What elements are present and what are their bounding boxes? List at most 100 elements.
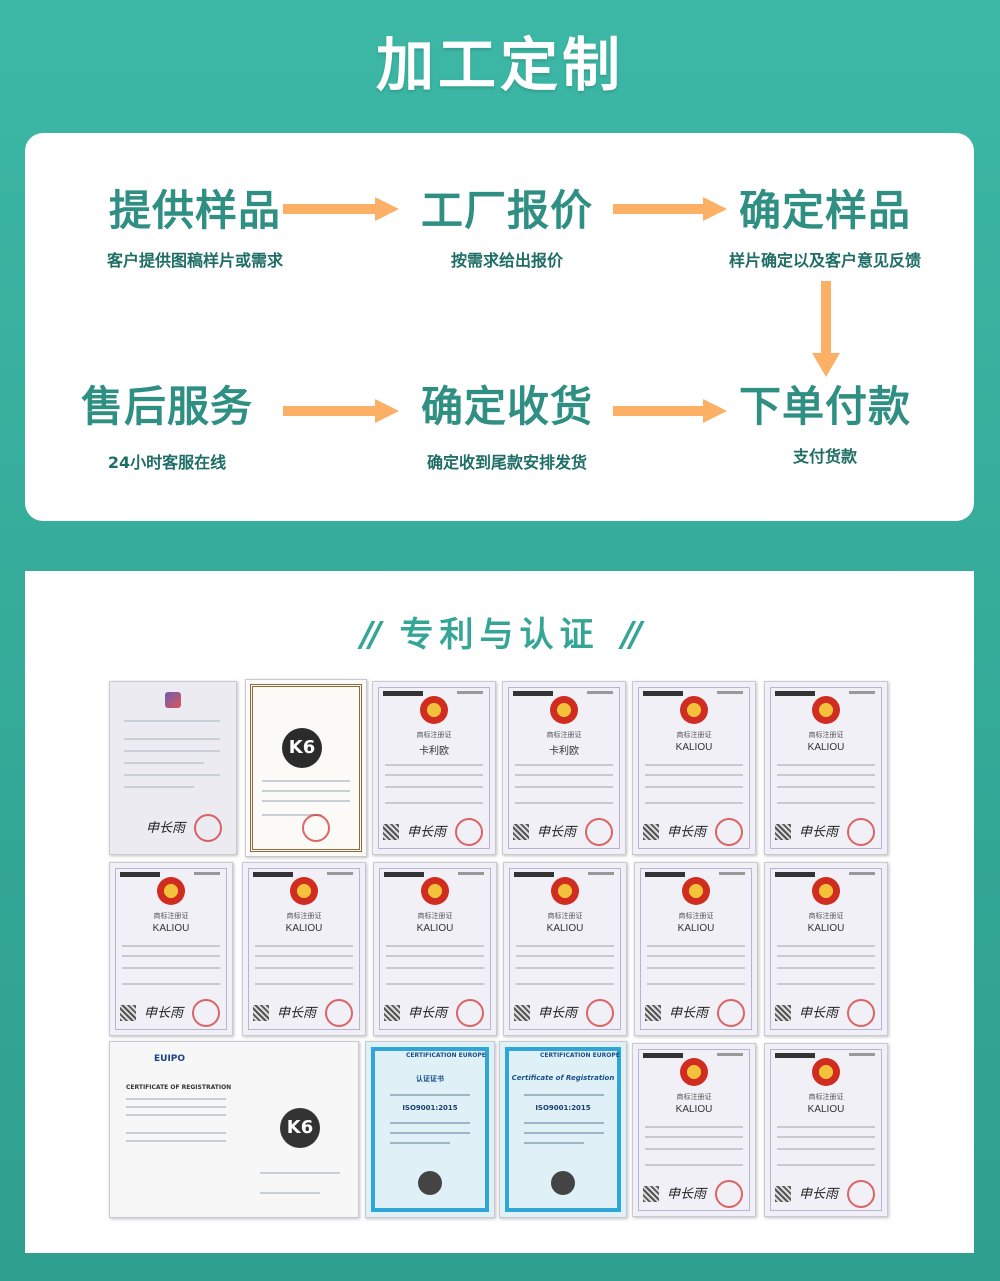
signature: 申长雨 <box>407 825 447 840</box>
trademark-mark: KALIOU <box>416 923 454 934</box>
iso-standard: ISO9001:2015 <box>535 1104 591 1112</box>
qr-code-icon <box>383 824 399 840</box>
national-emblem-icon <box>550 696 578 724</box>
qr-code-icon <box>384 1005 400 1021</box>
certificate-artwork: K6 <box>245 679 367 857</box>
national-emblem-icon <box>157 877 185 905</box>
trademark-mark: KALIOU <box>152 923 190 934</box>
certification-europe-logo: CERTIFICATION EUROPE <box>540 1052 620 1059</box>
qr-code-icon <box>514 1005 530 1021</box>
trademark-header: 商标注册证 <box>676 731 712 739</box>
trademark-mark: KALIOU <box>285 923 323 934</box>
step-title: 售后服务 <box>80 382 253 431</box>
step-confirm-receipt: 确定收货 确定收到尾款安排发货 <box>367 381 647 473</box>
step-title: 提供样品 <box>108 186 281 235</box>
certificate-trademark: 商标注册证 KALIOU 申长雨 <box>764 862 888 1036</box>
red-seal-icon <box>192 999 220 1027</box>
step-confirm-sample: 确定样品 样片确定以及客户意见反馈 <box>685 185 965 271</box>
qr-code-icon <box>643 1186 659 1202</box>
arrow-down-icon <box>812 281 840 377</box>
certificate-iso-en: CERTIFICATION EUROPE Certificate of Regi… <box>499 1041 627 1218</box>
signature: 申长雨 <box>799 825 839 840</box>
trademark-header: 商标注册证 <box>808 731 844 739</box>
certificate-iso-cn: CERTIFICATION EUROPE 认证证书 ISO9001:2015 <box>365 1041 495 1218</box>
iso-title: 认证证书 <box>416 1075 444 1083</box>
step-title: 确定收货 <box>420 382 593 431</box>
red-seal-icon <box>194 814 222 842</box>
signature: 申长雨 <box>537 825 577 840</box>
certificate-trademark: 商标注册证 KALIOU 申长雨 <box>764 681 888 855</box>
trademark-header: 商标注册证 <box>417 912 453 920</box>
trademark-header: 商标注册证 <box>416 731 452 739</box>
trademark-mark: KALIOU <box>675 742 713 753</box>
kaliou-logo-icon: K6 <box>280 1108 320 1148</box>
euipo-logo: EUIPO <box>154 1054 186 1064</box>
certificate-euipo: EUIPO CERTIFICATE OF REGISTRATION K6 <box>109 1041 359 1218</box>
section-title: 专利与认证 <box>399 615 600 655</box>
step-title: 工厂报价 <box>420 186 593 235</box>
red-seal-icon <box>325 999 353 1027</box>
red-seal-icon <box>715 818 743 846</box>
certificate-trademark: 商标注册证 卡利欧 申长雨 <box>372 681 496 855</box>
arrow-right-icon <box>283 399 399 423</box>
slash-decoration: // <box>621 615 643 655</box>
qr-code-icon <box>513 824 529 840</box>
certificate-trademark: 商标注册证 卡利欧 申长雨 <box>502 681 626 855</box>
trademark-mark: 卡利欧 <box>419 746 449 757</box>
signature: 申长雨 <box>799 1187 839 1202</box>
certificate-design-patent: 申长雨 <box>109 681 237 855</box>
certificate-trademark: 商标注册证 KALIOU 申长雨 <box>764 1043 888 1217</box>
signature: 申长雨 <box>669 1006 709 1021</box>
certificate-trademark: 商标注册证 KALIOU 申长雨 <box>632 1043 756 1217</box>
step-desc: 支付货款 <box>792 447 857 466</box>
qr-code-icon <box>775 1186 791 1202</box>
certificate-trademark: 商标注册证 KALIOU 申长雨 <box>634 862 758 1036</box>
iso-seal-icon <box>418 1171 442 1195</box>
iso-standard: ISO9001:2015 <box>402 1104 458 1112</box>
red-seal-icon <box>847 999 875 1027</box>
step-after-sales: 售后服务 24小时客服在线 <box>27 381 307 473</box>
national-emblem-icon <box>812 1058 840 1086</box>
signature: 申长雨 <box>408 1006 448 1021</box>
signature: 申长雨 <box>146 821 186 836</box>
red-seal-icon <box>456 999 484 1027</box>
qr-code-icon <box>253 1005 269 1021</box>
iso-seal-icon <box>551 1171 575 1195</box>
qr-code-icon <box>775 824 791 840</box>
arrow-right-icon <box>613 399 727 423</box>
arrow-right-icon <box>613 197 727 221</box>
national-emblem-icon <box>420 696 448 724</box>
section-header: // 专利与认证 // <box>25 607 974 656</box>
iso-title: Certificate of Registration <box>511 1074 615 1082</box>
step-title: 确定样品 <box>738 186 911 235</box>
trademark-header: 商标注册证 <box>546 731 582 739</box>
red-seal-icon <box>847 818 875 846</box>
red-seal-icon <box>455 818 483 846</box>
signature: 申长雨 <box>144 1006 184 1021</box>
national-emblem-icon <box>682 877 710 905</box>
national-emblem-icon <box>680 1058 708 1086</box>
certificate-trademark: 商标注册证 KALIOU 申长雨 <box>242 862 366 1036</box>
national-emblem-icon <box>290 877 318 905</box>
step-desc: 样片确定以及客户意见反馈 <box>728 251 921 270</box>
red-seal-icon <box>586 999 614 1027</box>
signature: 申长雨 <box>799 1006 839 1021</box>
certificate-trademark: 商标注册证 KALIOU 申长雨 <box>373 862 497 1036</box>
page-title: 加工定制 <box>375 31 624 99</box>
national-emblem-icon <box>421 877 449 905</box>
slash-decoration: // <box>360 615 382 655</box>
patent-logo-icon <box>165 692 181 708</box>
step-desc: 按需求给出报价 <box>450 251 563 270</box>
trademark-mark: KALIOU <box>807 1104 845 1115</box>
qr-code-icon <box>643 824 659 840</box>
trademark-mark: KALIOU <box>546 923 584 934</box>
certification-europe-logo: CERTIFICATION EUROPE <box>406 1052 486 1059</box>
process-card: 提供样品 客户提供图稿样片或需求 工厂报价 按需求给出报价 确定样品 样片确定以… <box>25 133 974 521</box>
qr-code-icon <box>120 1005 136 1021</box>
national-emblem-icon <box>812 877 840 905</box>
national-emblem-icon <box>812 696 840 724</box>
trademark-header: 商标注册证 <box>808 1093 844 1101</box>
red-seal-icon <box>585 818 613 846</box>
red-seal-icon <box>302 814 330 842</box>
trademark-header: 商标注册证 <box>678 912 714 920</box>
